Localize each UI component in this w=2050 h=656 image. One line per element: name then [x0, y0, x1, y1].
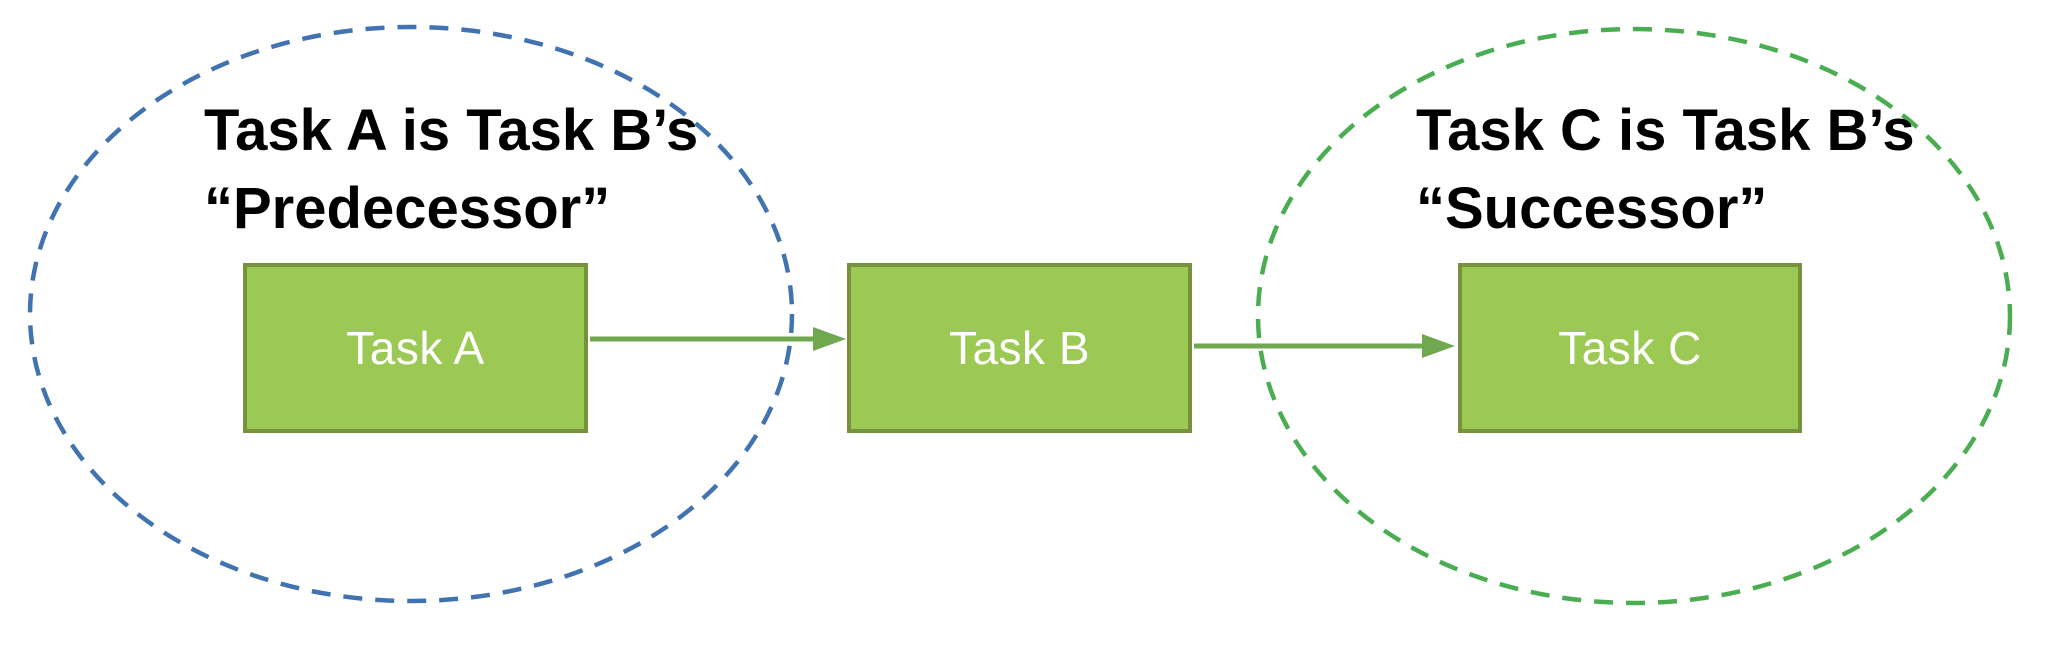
arrow-b-to-c	[1194, 334, 1455, 358]
arrow-a-to-b-head	[813, 327, 846, 351]
predecessor-annotation-line2: “Predecessor”	[204, 176, 611, 241]
task-c-label: Task C	[1558, 322, 1702, 374]
arrow-b-to-c-head	[1422, 334, 1455, 358]
predecessor-ellipse	[27, 24, 795, 604]
arrow-a-to-b	[590, 327, 846, 351]
task-b-label: Task B	[948, 322, 1091, 374]
task-b-box: Task B	[847, 263, 1192, 433]
task-a-label: Task A	[346, 322, 485, 374]
successor-ellipse	[1255, 26, 2013, 606]
task-a-box: Task A	[243, 263, 588, 433]
predecessor-annotation-line1: Task A is Task B’s	[204, 98, 699, 163]
successor-annotation-line2: “Successor”	[1416, 176, 1768, 241]
predecessor-annotation: Task A is Task B’s “Predecessor”	[204, 92, 698, 248]
successor-annotation: Task C is Task B’s “Successor”	[1416, 92, 1915, 248]
task-c-box: Task C	[1458, 263, 1802, 433]
successor-annotation-line1: Task C is Task B’s	[1416, 98, 1915, 163]
